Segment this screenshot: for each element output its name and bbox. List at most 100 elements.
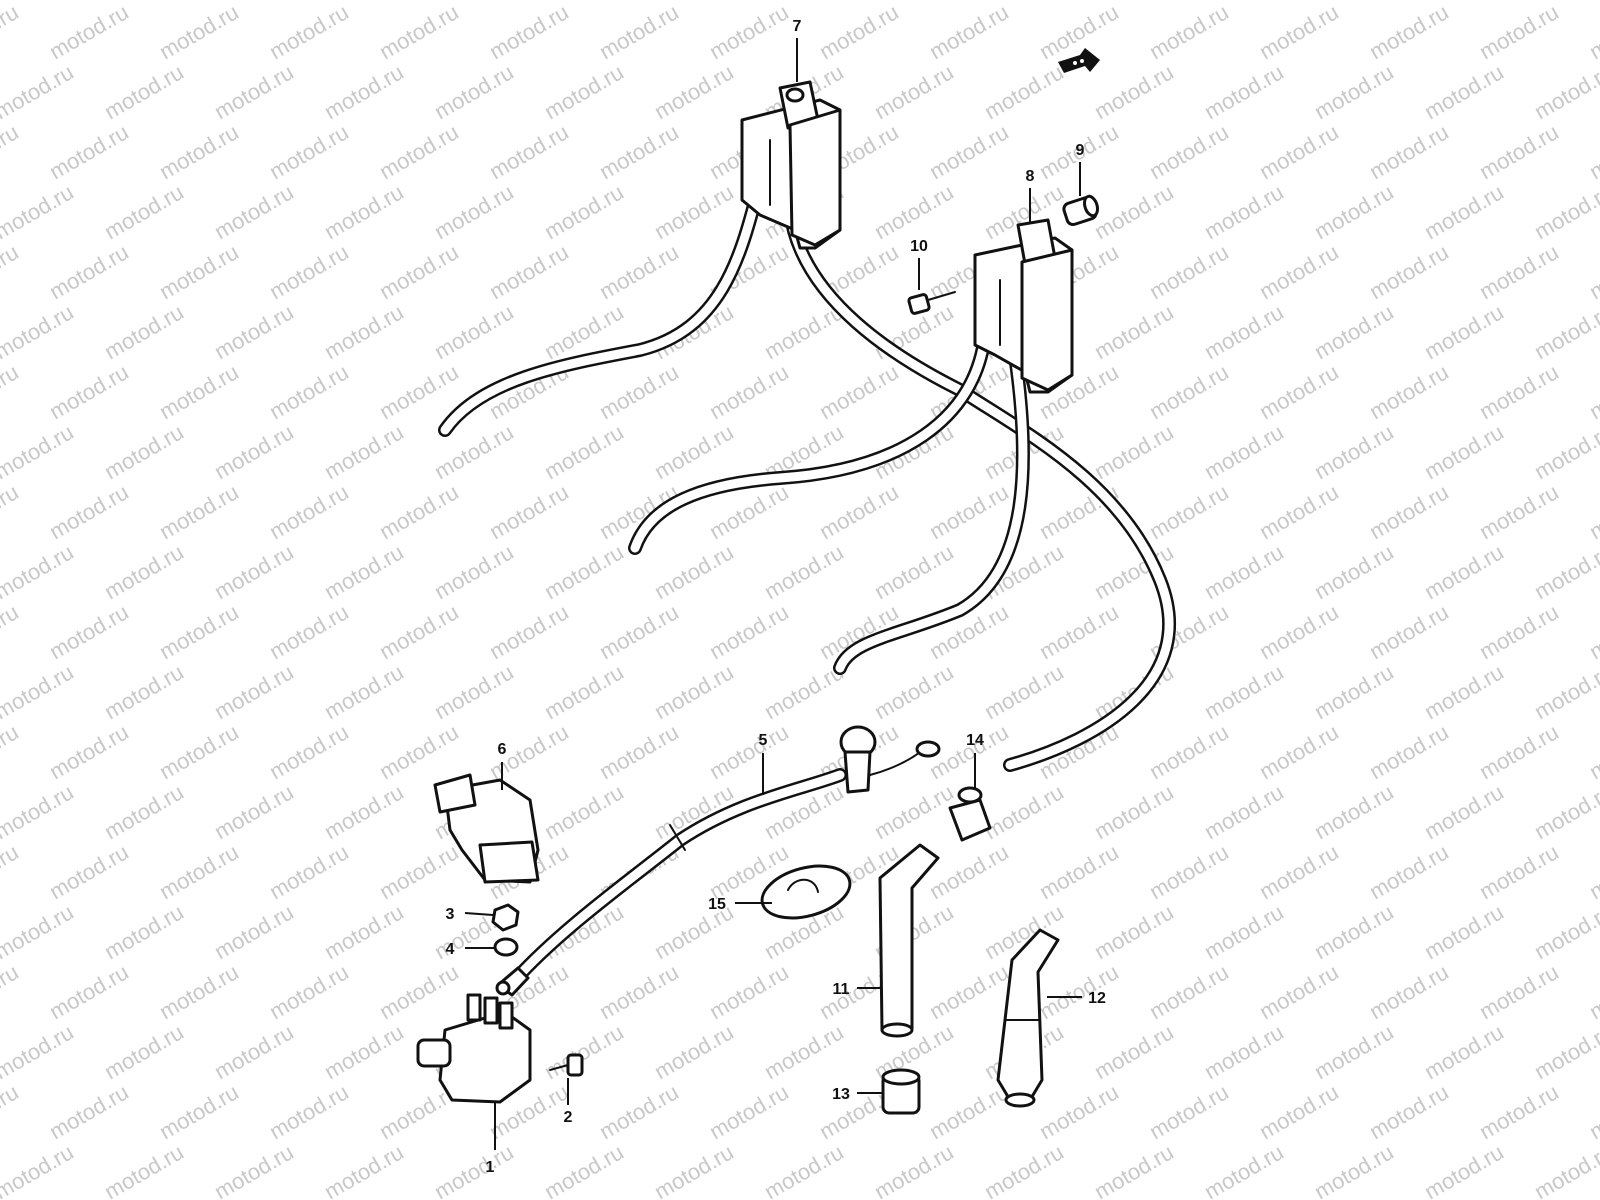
watermark-text: motod.ru [1200,419,1288,484]
watermark-text: motod.ru [595,1079,683,1144]
cap-9 [1062,194,1099,227]
watermark-text: motod.ru [1090,419,1178,484]
watermark-text: motod.ru [375,719,463,784]
watermark-text: motod.ru [265,359,353,424]
watermark-text: motod.ru [100,779,188,844]
part-label-12: 12 [1088,990,1106,1007]
watermark-text: motod.ru [375,599,463,664]
watermark-text: motod.ru [210,539,298,604]
cable-5-boot [839,725,941,794]
watermark-text: motod.ru [100,539,188,604]
watermark-text: motod.ru [375,239,463,304]
watermark-text: motod.ru [1530,539,1600,604]
grommet-14 [948,786,992,842]
watermark-text: motod.ru [210,1139,298,1200]
watermark-text: motod.ru [0,0,23,64]
watermark-text: motod.ru [1530,899,1600,964]
watermark-text: motod.ru [870,59,958,124]
watermark-text: motod.ru [1200,299,1288,364]
watermark-text: motod.ru [1365,599,1453,664]
watermark-text: motod.ru [265,599,353,664]
watermark-text: motod.ru [430,659,518,724]
watermark-text: motod.ru [1145,719,1233,784]
watermark-text: motod.ru [1145,119,1233,184]
watermark-text: motod.ru [265,719,353,784]
watermark-text: motod.ru [1530,179,1600,244]
watermark-text: motod.ru [1310,539,1398,604]
watermark-text: motod.ru [0,299,78,364]
watermark-text: motod.ru [1255,0,1343,64]
watermark-text: motod.ru [210,59,298,124]
watermark-text: motod.ru [1585,1079,1600,1144]
watermark-text: motod.ru [155,719,243,784]
watermark-text: motod.ru [1530,419,1600,484]
watermark-text: motod.ru [0,359,23,424]
watermark-text: motod.ru [595,719,683,784]
watermark-text: motod.ru [485,0,573,64]
watermark-text: motod.ru [705,599,793,664]
part-label-11: 11 [833,981,850,998]
watermark-text: motod.ru [0,839,23,904]
watermark-text: motod.ru [1035,0,1123,64]
watermark-text: motod.ru [265,119,353,184]
watermark-text: motod.ru [925,479,1013,544]
watermark-text: motod.ru [430,539,518,604]
watermark-text: motod.ru [0,719,23,784]
watermark-text: motod.ru [1365,719,1453,784]
watermark-text: motod.ru [925,1079,1013,1144]
watermark-text: motod.ru [705,1079,793,1144]
ignition-cables [438,183,1177,987]
pickup-sensor-6 [433,773,540,884]
watermark-text: motod.ru [485,239,573,304]
watermark-text: motod.ru [1365,959,1453,1024]
watermark-text: motod.ru [155,239,243,304]
watermark-text: motod.ru [1310,299,1398,364]
watermark-text: motod.ru [485,599,573,664]
watermark-text: motod.ru [1420,299,1508,364]
plug-cap-12 [996,928,1060,1108]
watermark-text: motod.ru [0,959,23,1024]
watermark-text: motod.ru [320,179,408,244]
watermark-text: motod.ru [45,119,133,184]
watermark-text: motod.ru [1585,599,1600,664]
part-label-15: 15 [708,896,726,913]
watermark-text: motod.ru [1475,959,1563,1024]
watermark-text: motod.ru [210,179,298,244]
part-label-10: 10 [910,238,928,255]
watermark-text: motod.ru [1145,359,1233,424]
watermark-text: motod.ru [210,659,298,724]
watermark-text: motod.ru [430,179,518,244]
watermark-text: motod.ru [100,419,188,484]
watermark-text: motod.ru [1475,839,1563,904]
watermark-text: motod.ru [45,479,133,544]
watermark-text: motod.ru [430,1139,518,1200]
bolt-2 [549,1053,584,1077]
watermark-text: motod.ru [100,659,188,724]
watermark-text: motod.ru [0,899,78,964]
watermark-text: motod.ru [100,1019,188,1084]
watermark-text: motod.ru [595,599,683,664]
ignition-coil-8 [973,218,1074,394]
watermark-text: motod.ru [1530,59,1600,124]
watermark-text: motod.ru [1310,1019,1398,1084]
watermark-text: motod.ru [1530,1019,1600,1084]
part-label-6: 6 [498,741,507,758]
watermark-text: motod.ru [0,419,78,484]
watermark-text: motod.ru [1530,299,1600,364]
watermark-text: motod.ru [100,1139,188,1200]
watermark-text: motod.ru [1420,59,1508,124]
watermark-text: motod.ru [1200,179,1288,244]
watermark-text: motod.ru [1420,419,1508,484]
watermark-text: motod.ru [540,179,628,244]
watermark-text: motod.ru [1145,0,1233,64]
watermark-text: motod.ru [1090,1019,1178,1084]
watermark-text: motod.ru [1310,419,1398,484]
watermark-text: motod.ru [650,59,738,124]
watermark-text: motod.ru [1200,659,1288,724]
sleeve-13 [881,1068,921,1115]
part-label-1: 1 [486,1159,495,1176]
ignition-coil-7 [740,80,842,250]
watermark-text: motod.ru [210,419,298,484]
watermark-text: motod.ru [375,0,463,64]
watermark-text: motod.ru [925,839,1013,904]
